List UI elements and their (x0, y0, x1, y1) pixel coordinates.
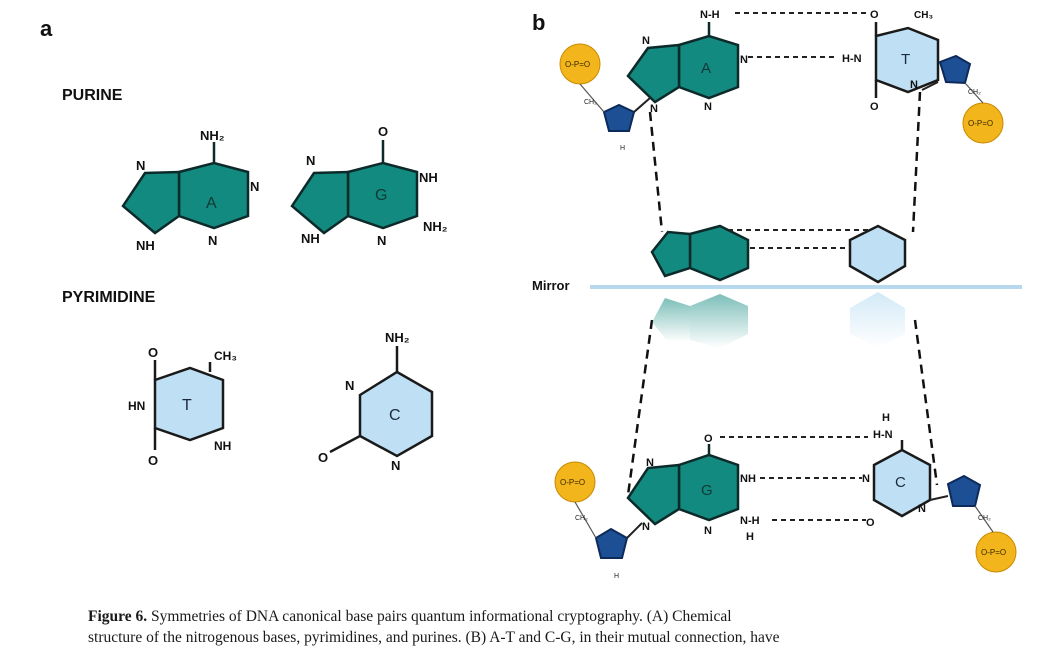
guanine-imidazole-ring (290, 170, 350, 235)
structure-label: T (901, 51, 910, 68)
structure-label: N (910, 79, 918, 91)
structure-label: N (250, 179, 259, 194)
structure-label: C (389, 407, 401, 424)
phosphate-group (975, 531, 1017, 573)
structure-label: O-P=O (968, 119, 993, 128)
structure-label: H (882, 412, 890, 424)
structure-label: NH (740, 473, 756, 485)
structure-label: N (918, 503, 926, 515)
bottom-guanine-ring5 (626, 463, 681, 526)
structure-label: N (642, 521, 650, 533)
structure-label: N (642, 35, 650, 47)
structure-label: N (704, 101, 712, 113)
caption-figure-label: Figure 6. (88, 608, 148, 625)
structure-label: CH₂ (584, 99, 597, 106)
structure-label: C (895, 474, 906, 491)
panel-b-label: b (532, 10, 545, 35)
structure-label: O (704, 433, 713, 445)
structure-label: N (862, 473, 870, 485)
structure-label: NH₂ (200, 128, 225, 143)
top-left-backbone: O-P=O CH₂ H (559, 43, 651, 152)
structure-label: O (318, 450, 328, 465)
mirror-label: Mirror (532, 278, 570, 293)
structure-label: O-P=O (981, 548, 1006, 557)
caption-line-1: Figure 6. Symmetries of DNA canonical ba… (88, 606, 1048, 627)
bottom-left-backbone: O-P=O CH₂ H (554, 461, 643, 580)
figure-6-diagram: a PURINE PYRIMIDINE A NH₂ N N N NH G O N… (40, 9, 1022, 580)
guanine-structure: G O NH NH₂ N N NH (290, 124, 448, 248)
deoxyribose-sugar (938, 54, 972, 85)
structure-label: NH (301, 231, 320, 246)
simplified-pyrimidine (848, 224, 907, 284)
structure-label: NH (214, 439, 231, 453)
purine-title: PURINE (62, 87, 123, 104)
structure-label: N (208, 233, 217, 248)
guanine-cytosine-pair: G O NH N-H H N N N C H H-N N N O (626, 412, 932, 543)
structure-label: N-H (740, 515, 760, 527)
structure-label: N (377, 233, 386, 248)
structure-label: N (704, 525, 712, 537)
projection-line (911, 91, 922, 233)
structure-label: G (701, 482, 713, 499)
caption-text-1: Symmetries of DNA canonical base pairs q… (151, 608, 732, 625)
thymine-structure: T CH₃ O O HN NH (128, 345, 237, 468)
structure-label: NH₂ (423, 219, 448, 234)
structure-label: A (701, 60, 711, 77)
structure-label: NH (136, 238, 155, 253)
structure-label: CH₃ (214, 349, 237, 363)
structure-label: N (646, 457, 654, 469)
structure-label: CH₂ (575, 515, 588, 522)
adenine-thymine-pair: A N-H N N N N T CH₃ O O H-N N (626, 9, 940, 115)
structure-label: CH₂ (978, 515, 991, 522)
structure-label: N (740, 54, 748, 66)
structure-label: O (866, 517, 875, 529)
cytosine-structure: C NH₂ N N O (318, 330, 434, 473)
structure-label: O (870, 9, 879, 21)
mirror-reflection (652, 292, 905, 348)
structure-label: G (375, 187, 387, 204)
structure-label: O (870, 101, 879, 113)
structure-label: O-P=O (565, 60, 590, 69)
structure-label: HN (128, 399, 145, 413)
pyrimidine-title: PYRIMIDINE (62, 289, 156, 306)
caption-text-2: structure of the nitrogenous bases, pyri… (88, 629, 780, 646)
structure-label: N (306, 153, 315, 168)
structure-label: O (148, 345, 158, 360)
structure-label: H-N (873, 429, 893, 441)
deoxyribose-sugar (594, 527, 629, 559)
structure-label: NH (419, 170, 438, 185)
structure-label: N (136, 158, 145, 173)
structure-label: T (182, 397, 192, 414)
structure-label: N (650, 103, 658, 115)
top-right-backbone: O-P=O CH₂ (921, 54, 1004, 144)
figure-caption: Figure 6. Symmetries of DNA canonical ba… (88, 606, 1048, 648)
structure-label: A (206, 195, 217, 212)
structure-label: CH₃ (914, 10, 933, 21)
projection-line (913, 319, 939, 486)
structure-label: O (378, 124, 388, 139)
structure-label: O-P=O (560, 478, 585, 487)
structure-label: CH₂ (968, 89, 981, 96)
top-adenine-ring5 (626, 43, 681, 104)
deoxyribose-sugar (602, 103, 636, 132)
structure-label: NH₂ (385, 330, 410, 345)
deoxyribose-sugar (946, 474, 982, 507)
structure-label: H (614, 573, 619, 580)
bottom-right-backbone: O-P=O CH₂ (929, 474, 1017, 573)
structure-label: H (620, 145, 625, 152)
structure-label: H (746, 531, 754, 543)
structure-label: H-N (842, 53, 862, 65)
structure-label: N (345, 378, 354, 393)
adenine-imidazole-ring (121, 170, 181, 235)
simplified-purine (650, 224, 750, 282)
adenine-structure: A NH₂ N N N NH (121, 128, 259, 253)
structure-label: N (391, 458, 400, 473)
panel-a-label: a (40, 16, 53, 41)
projection-line (648, 111, 664, 233)
structure-label: O (148, 453, 158, 468)
structure-label: N-H (700, 9, 720, 21)
